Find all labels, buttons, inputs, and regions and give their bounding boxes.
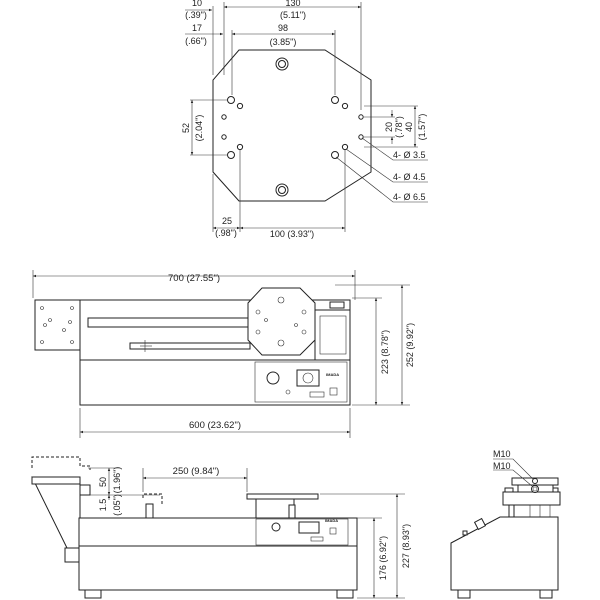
dim-100: 100 (3.93")	[270, 229, 314, 239]
left-arm	[31, 476, 81, 549]
end-view: M10 M10	[450, 449, 561, 599]
dim-227: 227 (8.93")	[401, 524, 411, 568]
thread-label-2: M10	[493, 461, 511, 471]
dim-130: 130	[285, 0, 300, 8]
dim-252: 252 (9.92")	[405, 323, 415, 367]
dim-600: 600 (23.62")	[189, 420, 241, 431]
display-icon	[296, 369, 320, 387]
dim-98: 98	[278, 23, 288, 33]
hole-label-4-5: 4- Ø 4.5	[393, 172, 426, 182]
hole-label-6-5: 4- Ø 6.5	[393, 192, 426, 202]
dim-52: 52	[181, 123, 191, 133]
dim-1-5-in: (.05")	[112, 494, 122, 516]
holes-3-5	[221, 114, 364, 140]
dim-20: 20	[384, 122, 394, 132]
dim-1-5: 1.5	[98, 499, 108, 512]
plate-outline	[212, 49, 372, 202]
dim-250: 250 (9.84")	[173, 466, 220, 477]
mount-holes-large	[275, 57, 289, 197]
dim-40-in: (1.57")	[417, 114, 427, 141]
holes-4-5	[236, 102, 349, 151]
platen	[246, 493, 319, 500]
dim-223: 223 (8.78")	[380, 330, 390, 374]
hole-label-3-5: 4- Ø 3.5	[393, 150, 426, 160]
holes-6-5	[227, 96, 339, 159]
control-panel	[254, 361, 348, 403]
dim-25-in: (.98")	[215, 228, 237, 238]
knob-icon	[266, 371, 280, 385]
dim-52-in: (2.04")	[194, 115, 204, 142]
lower-rail	[129, 342, 251, 350]
end-platform	[502, 491, 561, 506]
dim-176: 176 (6.92")	[378, 536, 388, 580]
dim-10: 10	[192, 0, 202, 8]
dim-25: 25	[222, 216, 232, 226]
end-housing	[450, 516, 559, 591]
gauge-plate	[247, 287, 316, 356]
dim-40: 40	[404, 122, 414, 132]
lower-housing	[78, 545, 358, 591]
dim-10-in: (.39")	[185, 10, 207, 20]
thread-label-1: M10	[493, 449, 511, 459]
front-view: IMADA 700 (27.55") 223 (8.78") 252 (9.92…	[32, 270, 415, 438]
left-fixture-raised	[31, 456, 91, 470]
dim-50-in: (1.96")	[112, 467, 122, 494]
dim-20-in: (.78")	[394, 116, 404, 138]
side-brand-label: IMADA	[325, 518, 338, 523]
dim-17: 17	[192, 23, 202, 33]
dim-17-in: (.66")	[185, 36, 207, 46]
side-control-panel	[255, 518, 349, 546]
upper-rail	[87, 317, 254, 328]
top-view-plate: 10 (.39") 17 (.66") 130 (5.11") 98 (3.85…	[181, 0, 428, 239]
dim-98-in: (3.85")	[270, 37, 297, 47]
dim-130-in: (5.11")	[280, 10, 306, 20]
dim-50: 50	[98, 477, 108, 487]
side-view: IMADA 250 (9.84") 50 (1.96") 1.5 (.05") …	[31, 456, 411, 599]
dim-700: 700 (27.55")	[168, 273, 220, 284]
brand-label: IMADA	[326, 372, 339, 377]
